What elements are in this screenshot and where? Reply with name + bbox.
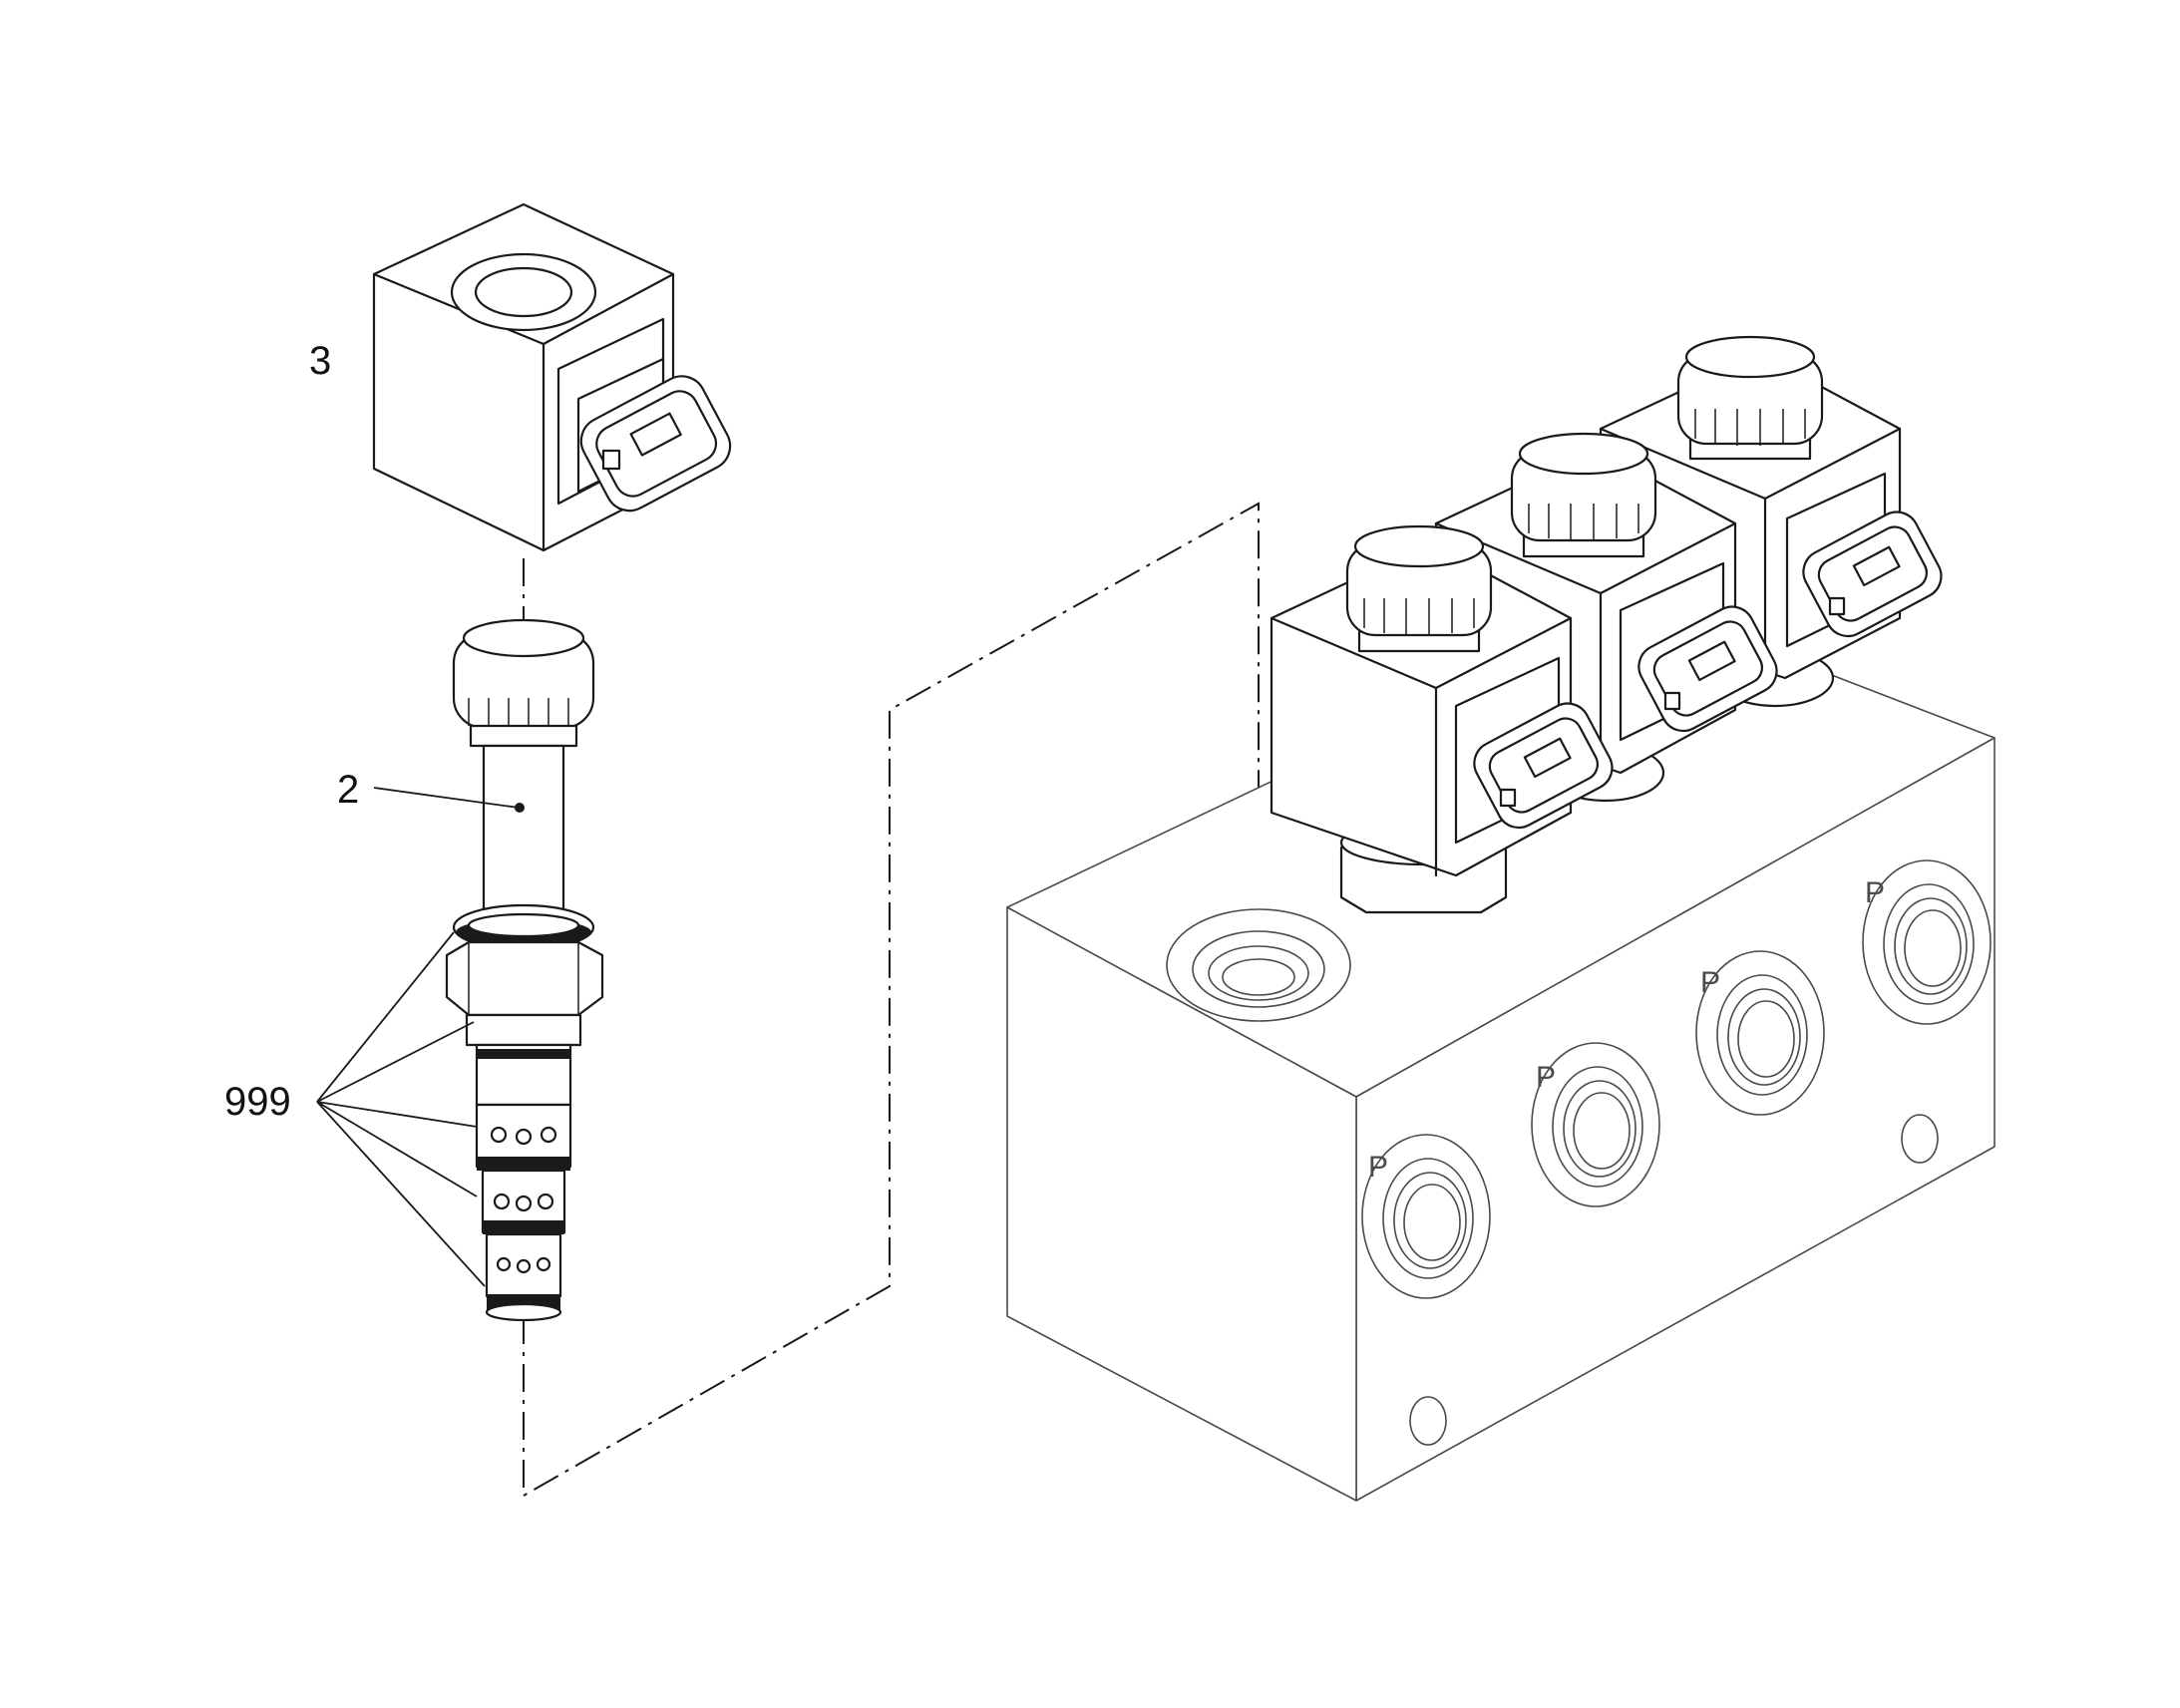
callout-999: 999 — [224, 1080, 291, 1124]
port-label-1: P — [1368, 1151, 1388, 1184]
front-port-3 — [1695, 950, 1825, 1116]
leader-999 — [316, 931, 486, 1287]
mounting-hole — [1409, 1396, 1447, 1446]
port-label-3: P — [1700, 966, 1720, 999]
callout-3: 3 — [309, 339, 331, 383]
manifold-block: P P P P — [1006, 602, 1996, 1502]
installed-solenoid-1 — [1270, 524, 1614, 914]
solenoid-coil-part-3 — [372, 202, 732, 552]
mounting-hole — [1901, 1114, 1939, 1164]
callout-2: 2 — [337, 768, 359, 812]
front-port-4 — [1862, 859, 1992, 1025]
leader-2 — [373, 787, 520, 809]
leader-2-dot — [515, 803, 525, 813]
front-port-2 — [1531, 1042, 1660, 1207]
front-port-1 — [1361, 1134, 1491, 1299]
port-label-2: P — [1536, 1061, 1556, 1094]
cartridge-valve-part-2 — [445, 618, 604, 1322]
port-label-4: P — [1865, 876, 1885, 909]
installed-solenoid-3 — [1599, 335, 1943, 708]
